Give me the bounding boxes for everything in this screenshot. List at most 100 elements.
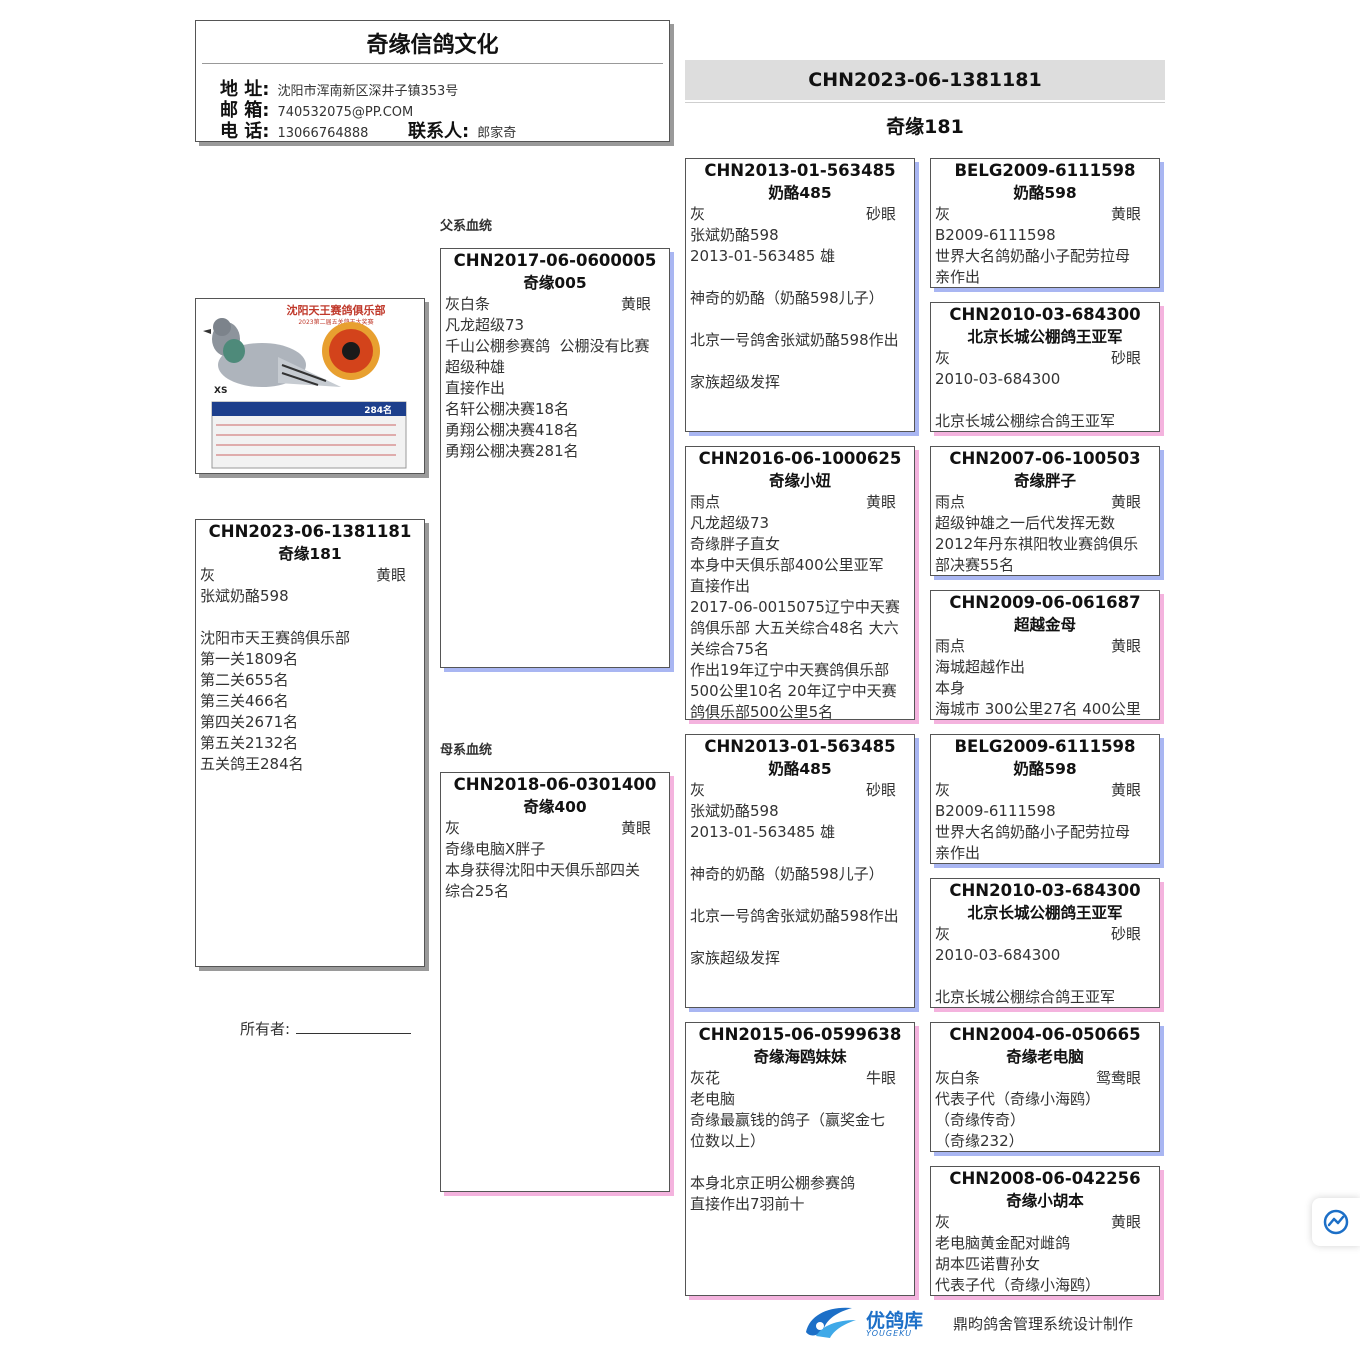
subject-color-eye: 灰黄眼 <box>196 565 424 586</box>
top-ring-number: CHN2023-06-1381181 <box>685 60 1165 100</box>
detail-line: 本身 <box>935 679 966 697</box>
detail-line: B2009-6111598 <box>935 802 1056 820</box>
detail-line <box>686 309 914 330</box>
eye: 砂眼 <box>865 205 896 223</box>
ssd-ring: CHN2010-03-684300 <box>949 305 1141 324</box>
detail-line: 五关鸽王284名 <box>200 755 304 773</box>
detail-line: 奇缘最赢钱的鸽子（赢奖金七 <box>690 1111 886 1129</box>
detail-line: 超级种雄 <box>445 358 506 376</box>
detail-line <box>686 1152 914 1173</box>
ssd-color-eye: 灰砂眼 <box>931 348 1159 369</box>
sd-color-eye: 雨点 黄眼 <box>686 492 914 513</box>
detail-line: 北京长城公棚综合鸽王亚军 <box>935 988 1116 1006</box>
dds-ring: CHN2004-06-050665 <box>949 1025 1141 1044</box>
detail-line: 500公里10名 20年辽宁中天赛 <box>690 682 897 700</box>
color: 灰 <box>935 205 951 223</box>
subject-pigeon-card[interactable]: CHN2023-06-1381181 奇缘181 灰黄眼 张斌奶酪598 沈阳市… <box>195 519 425 967</box>
ssd-card[interactable]: CHN2010-03-684300 北京长城公棚鸽王亚军 灰砂眼 2010-03… <box>930 302 1160 432</box>
detail-line: 海城市 300公里27名 400公里 <box>935 700 1141 718</box>
eye: 砂眼 <box>865 781 896 799</box>
eye: 鸳鸯眼 <box>1095 1069 1141 1087</box>
detail-line: 海城超越作出 <box>935 658 1026 676</box>
dam-line-label: 母系血统 <box>440 743 493 758</box>
sire-card[interactable]: CHN2017-06-0600005 奇缘005 灰白条黄眼 凡龙超级73 千山… <box>440 248 670 668</box>
dam-card[interactable]: CHN2018-06-0301400 奇缘400 灰黄眼 奇缘电脑X胖子 本身获… <box>440 772 670 1192</box>
eye: 黄眼 <box>1110 205 1141 223</box>
dss-color-eye: 灰黄眼 <box>931 780 1159 801</box>
address-row: 地 址:沈阳市浑南新区深井子镇353号 <box>220 75 458 101</box>
dds-card[interactable]: CHN2004-06-050665 奇缘老电脑 灰白条鸳鸯眼 代表子代（奇缘小海… <box>930 1022 1160 1152</box>
pigeon-body-icon <box>203 318 341 387</box>
phone-label: 电 话: <box>220 121 270 142</box>
dds-name: 奇缘老电脑 <box>1006 1048 1084 1066</box>
detail-line: 千山公棚参赛鸽 公棚没有比赛 <box>445 337 650 355</box>
dam-ring: CHN2018-06-0301400 <box>453 775 657 794</box>
ddd-card[interactable]: CHN2008-06-042256 奇缘小胡本 灰黄眼 老电脑黄金配对雌鸽 胡本… <box>930 1166 1160 1296</box>
sdd-card[interactable]: CHN2009-06-061687 超越金母 雨点黄眼 海城超越作出 本身 海城… <box>930 590 1160 720</box>
detail-line: 位数以上） <box>690 1132 766 1150</box>
owner-label: 所有者: <box>240 1020 291 1038</box>
detail-line: 奇缘电脑X胖子 <box>445 840 546 858</box>
detail-line: 勇翔公棚决赛418名 <box>445 421 579 439</box>
dsd-card[interactable]: CHN2010-03-684300 北京长城公棚鸽王亚军 灰砂眼 2010-03… <box>930 878 1160 1008</box>
pigeon-photo[interactable]: 沈阳天王赛鸽俱乐部 2023第二届五关鸽王大奖赛 XS 284名 <box>195 298 425 474</box>
sds-color-eye: 雨点黄眼 <box>931 492 1159 513</box>
sire-line-label: 父系血统 <box>440 219 493 234</box>
top-divider <box>685 102 1165 103</box>
color: 灰 <box>935 349 951 367</box>
detail-line: 本身获得沈阳中天俱乐部四关 <box>445 861 641 879</box>
detail-line: 鸽俱乐部 大五关综合48名 大六 <box>690 619 899 637</box>
detail-line: 亲作出 <box>935 844 981 862</box>
sd-ring: CHN2016-06-1000625 <box>698 449 902 468</box>
owner-field: 所有者: <box>240 1018 412 1039</box>
dd-color-eye: 灰花牛眼 <box>686 1068 914 1089</box>
detail-line <box>686 927 914 948</box>
ds-ring: CHN2013-01-563485 <box>704 737 896 756</box>
dss-card[interactable]: BELG2009-6111598 奶酪598 灰黄眼 B2009-6111598… <box>930 734 1160 864</box>
detail-line: 第三关466名 <box>200 692 289 710</box>
detail-line: B2009-6111598 <box>935 226 1056 244</box>
detail-line: 直接作出7羽前十 <box>690 1195 805 1213</box>
color: 灰 <box>690 205 706 223</box>
color: 雨点 <box>690 493 721 511</box>
dss-ring: BELG2009-6111598 <box>954 737 1136 756</box>
subject-name: 奇缘181 <box>278 545 342 563</box>
sire-color-eye: 灰白条黄眼 <box>441 294 669 315</box>
dam-dam-card[interactable]: CHN2015-06-0599638 奇缘海鸥妹妹 灰花牛眼 老电脑 奇缘最赢钱… <box>685 1022 915 1296</box>
detail-line: 凡龙超级73 <box>445 316 525 334</box>
dd-name: 奇缘海鸥妹妹 <box>753 1048 847 1066</box>
dss-name: 奶酪598 <box>1013 760 1077 778</box>
floating-assistant-button[interactable] <box>1312 1198 1360 1246</box>
color: 灰花 <box>690 1069 721 1087</box>
ddd-ring: CHN2008-06-042256 <box>949 1169 1141 1188</box>
color: 雨点 <box>935 493 966 511</box>
sds-card[interactable]: CHN2007-06-100503 奇缘胖子 雨点黄眼 超级钟雄之一后代发挥无数… <box>930 446 1160 576</box>
detail-line <box>686 843 914 864</box>
footer-brand: 优鸽库 <box>866 1310 924 1332</box>
footer-brand-en: YOUGEKU <box>866 1329 913 1338</box>
sss-name: 奶酪598 <box>1013 184 1077 202</box>
dam-name: 奇缘400 <box>523 798 587 816</box>
color: 灰 <box>935 781 951 799</box>
detail-line: （奇缘传奇） <box>935 1111 1026 1129</box>
contact-row: 联系人:郎家奇 <box>408 117 516 142</box>
detail-line: 北京长城公棚综合鸽王亚军 <box>935 412 1116 430</box>
detail-line: 综合25名 <box>445 882 510 900</box>
contact-label: 联系人: <box>408 121 470 142</box>
detail-line: （奇缘232） <box>935 1132 1024 1150</box>
detail-line: 代表子代（奇缘小海鸥） <box>935 1276 1101 1294</box>
owner-signature-line[interactable] <box>296 1019 412 1034</box>
dam-color-eye: 灰黄眼 <box>441 818 669 839</box>
sire-name: 奇缘005 <box>523 274 587 292</box>
eye: 黄眼 <box>865 493 896 511</box>
sss-card[interactable]: BELG2009-6111598 奶酪598 灰黄眼 B2009-6111598… <box>930 158 1160 288</box>
svg-text:XS: XS <box>214 386 227 396</box>
ddd-name: 奇缘小胡本 <box>1006 1192 1084 1210</box>
dam-sire-card[interactable]: CHN2013-01-563485 奶酪485 灰砂眼 张斌奶酪598 2013… <box>685 734 915 1008</box>
detail-line: 第一关1809名 <box>200 650 299 668</box>
sire-dam-card[interactable]: CHN2016-06-1000625 奇缘小妞 雨点黄眼 凡龙超级73 奇缘胖子… <box>685 446 915 720</box>
detail-line: 2017-06-0015075辽宁中天赛 <box>690 598 900 616</box>
detail-line: 第二关655名 <box>200 671 289 689</box>
phone-value: 13066764888 <box>277 126 369 141</box>
sire-sire-card[interactable]: CHN2013-01-563485 奶酪485 灰砂眼 张斌奶酪598 2013… <box>685 158 915 432</box>
